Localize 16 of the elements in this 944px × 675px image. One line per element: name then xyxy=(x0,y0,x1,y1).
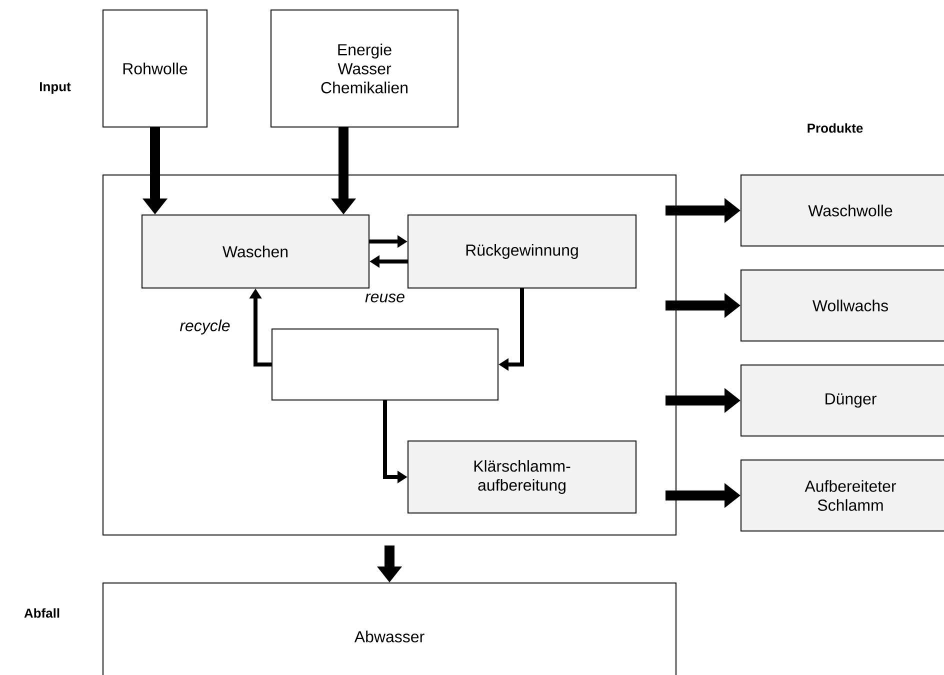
waste-box: Abwasser xyxy=(102,582,676,675)
process-box: Waschen xyxy=(142,214,370,288)
row-label: Produkte xyxy=(808,123,863,133)
product-box: Waschwolle xyxy=(740,174,944,246)
edge-label: reuse xyxy=(364,292,406,304)
input-box: Rohwolle xyxy=(102,10,208,128)
row-label: Input xyxy=(40,82,71,94)
empty-box xyxy=(272,328,498,400)
process-box: Klärschlamm-aufbereitung xyxy=(408,440,636,514)
edge-label: recycle xyxy=(178,318,232,336)
product-box: Aufbereiteter Schlamm xyxy=(740,460,944,532)
input-box: Energie Wasser Chemikalien xyxy=(270,10,458,128)
process-box: Rückgewinnung xyxy=(408,214,636,288)
row-label: Abfall xyxy=(24,608,60,618)
product-box: Dünger xyxy=(740,364,944,436)
product-box: Wollwachs xyxy=(740,270,944,342)
